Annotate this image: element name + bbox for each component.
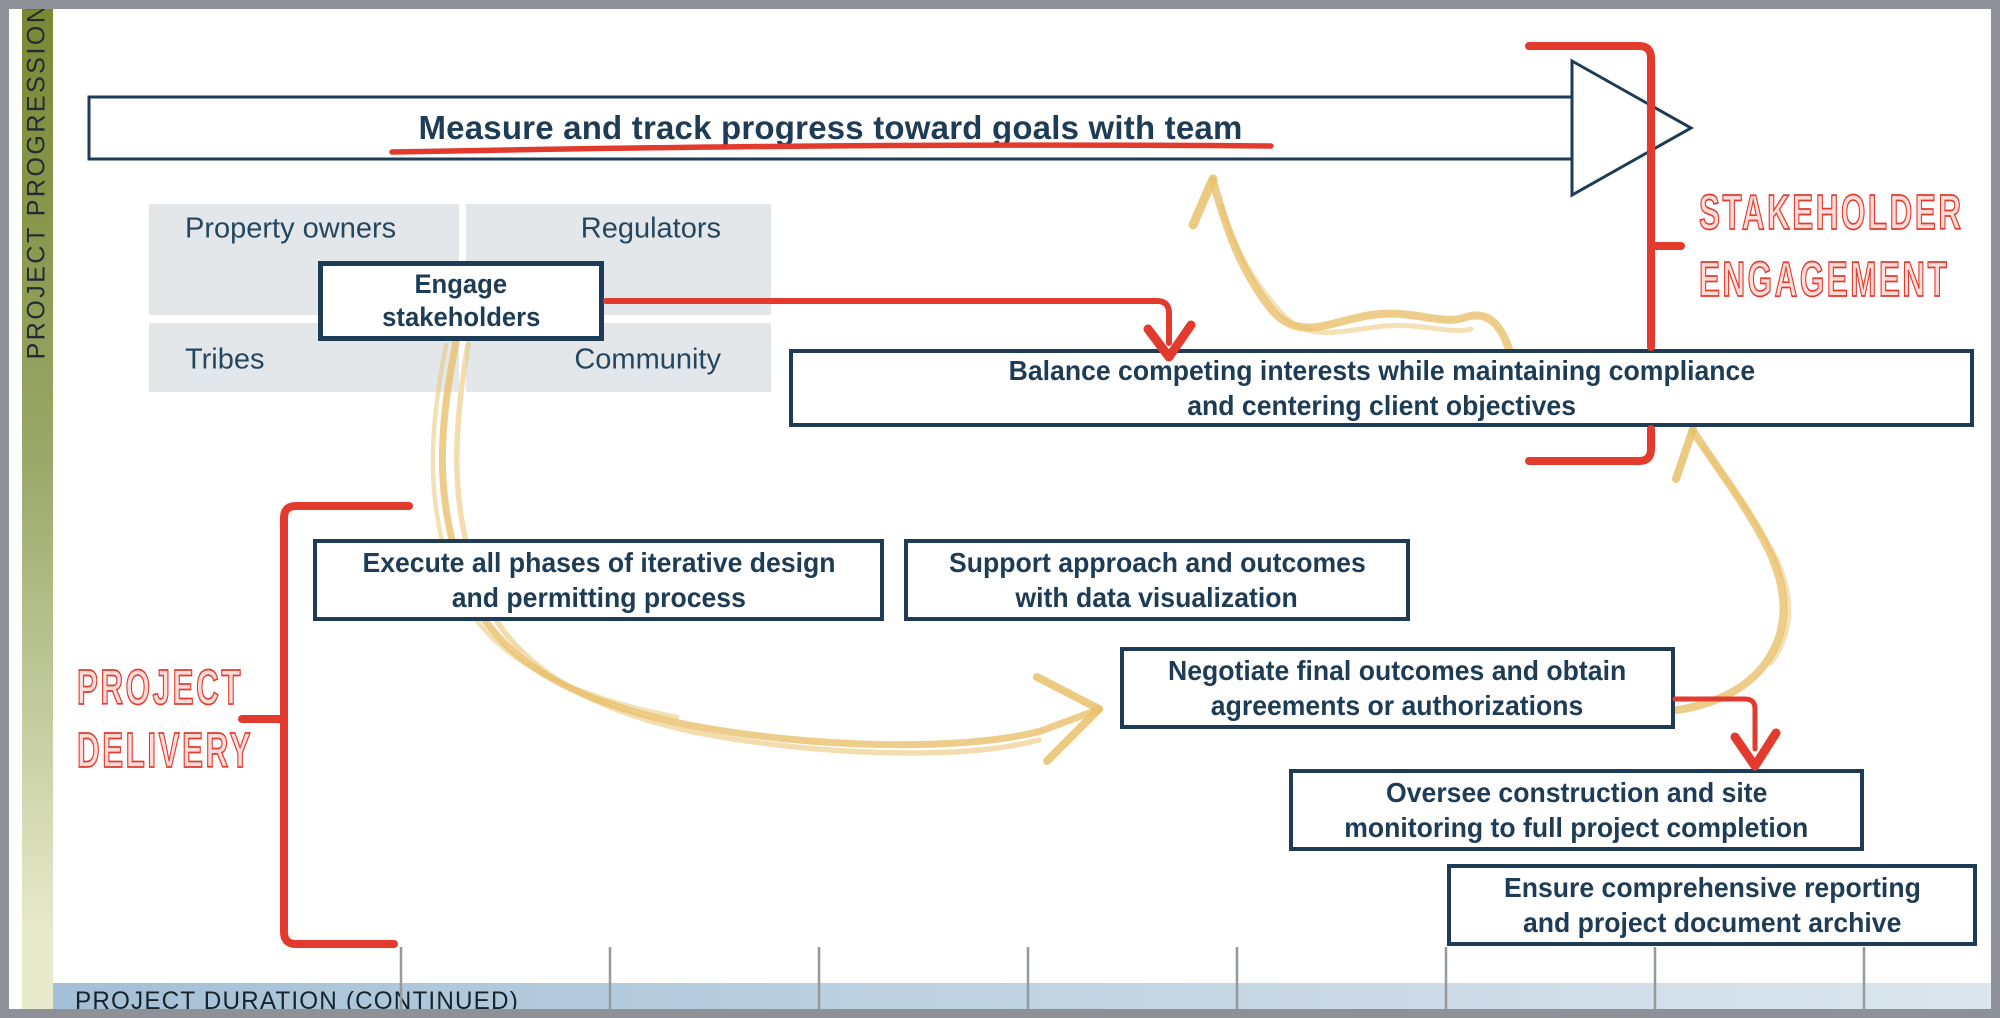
execute-line1: Execute all phases of iterative design: [361, 547, 836, 578]
support-line2: with data visualization: [1015, 582, 1299, 613]
ensure-line1: Ensure comprehensive reporting: [1503, 872, 1921, 903]
engage-stakeholders-box: Engage stakeholders: [318, 261, 604, 341]
project-delivery-label-line2: DELIVERY: [76, 724, 254, 778]
project-duration-bar: PROJECT DURATION (CONTINUED): [53, 983, 1991, 1015]
project-duration-label: PROJECT DURATION (CONTINUED): [75, 987, 519, 1015]
label-community: Community: [574, 343, 721, 376]
execute-line2: and permitting process: [451, 582, 746, 613]
negotiate-line2: agreements or authorizations: [1211, 690, 1584, 721]
crayon-arrow-up-to-flow: [1188, 174, 1515, 359]
label-tribes: Tribes: [185, 343, 265, 376]
label-property-owners: Property owners: [185, 212, 397, 245]
support-box: Support approach and outcomes with data …: [904, 539, 1410, 621]
label-regulators: Regulators: [580, 212, 721, 245]
ensure-line2: and project document archive: [1522, 907, 1902, 938]
balance-line1: Balance competing interests while mainta…: [1008, 355, 1755, 386]
engage-line2: stakeholders: [381, 302, 541, 332]
oversee-box: Oversee construction and site monitoring…: [1289, 769, 1864, 851]
project-progression-label: PROJECT PROGRESSION: [22, 2, 51, 360]
negotiate-line1: Negotiate final outcomes and obtain: [1168, 655, 1627, 686]
crayon-arrow-balance-loop: [1672, 425, 1792, 714]
flow-arrow-label: Measure and track progress toward goals …: [418, 109, 1243, 146]
negotiate-box: Negotiate final outcomes and obtain agre…: [1120, 647, 1675, 729]
red-connector-negotiate-to-oversee: [1672, 696, 1781, 771]
project-delivery-label-line1: PROJECT: [76, 661, 244, 715]
oversee-line2: monitoring to full project completion: [1344, 812, 1809, 843]
project-progression-rail: [22, 9, 53, 1009]
stakeholder-engagement-label-line2: ENGAGEMENT: [1698, 253, 1950, 307]
execute-box: Execute all phases of iterative design a…: [313, 539, 884, 621]
flow-arrow-head: [1570, 58, 1695, 198]
engage-line1: Engage: [414, 269, 508, 299]
stakeholder-engagement-label-line1: STAKEHOLDER: [1698, 186, 1964, 240]
oversee-line1: Oversee construction and site: [1385, 777, 1768, 808]
balance-box: Balance competing interests while mainta…: [789, 349, 1974, 427]
support-line1: Support approach and outcomes: [948, 547, 1366, 578]
ensure-box: Ensure comprehensive reporting and proje…: [1447, 864, 1977, 946]
balance-line2: and centering client objectives: [1187, 390, 1576, 421]
